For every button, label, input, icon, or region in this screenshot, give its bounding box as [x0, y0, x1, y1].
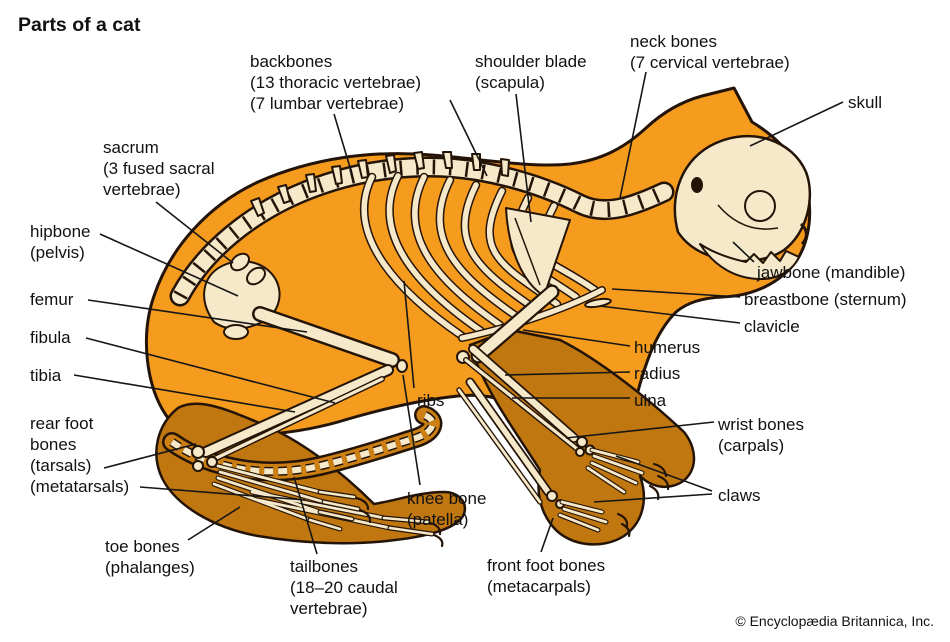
spinous-processes — [250, 151, 510, 217]
leader-claws-lower — [593, 493, 713, 503]
leader-backbones-thoracic — [449, 99, 488, 177]
copyright: © Encyclopædia Britannica, Inc. — [735, 613, 934, 629]
tarsal-bones — [191, 445, 218, 472]
clavicle-bone — [584, 297, 612, 309]
leader-clavicle — [599, 305, 741, 324]
leader-toe-bones — [187, 506, 241, 541]
mandible-bone — [699, 243, 800, 281]
leader-backbones-lumbar — [333, 113, 353, 175]
leader-tailbones — [293, 476, 318, 555]
leader-front-foot-bones — [540, 517, 554, 553]
leader-shoulder-blade — [515, 93, 532, 223]
leader-knee-bone — [402, 374, 421, 486]
sacrum-bone — [230, 252, 266, 286]
leader-fibula — [85, 337, 336, 404]
leader-skull — [749, 101, 844, 147]
nasal-accent — [799, 222, 808, 246]
rear-toe-bones — [310, 492, 444, 548]
patella-bone — [396, 359, 408, 373]
leader-sacrum — [155, 201, 234, 264]
leader-ribs — [403, 280, 415, 389]
skull-bone — [673, 134, 812, 281]
leader-femur — [87, 299, 308, 333]
leader-tibia — [73, 374, 296, 413]
leader-metatarsals — [139, 486, 306, 501]
leader-lines — [73, 71, 844, 555]
leader-tarsals — [103, 443, 197, 469]
leader-neck-bones — [619, 71, 647, 199]
leader-hipbone — [99, 233, 239, 297]
leader-breastbone — [611, 288, 741, 298]
leader-humerus — [522, 329, 631, 347]
eye-socket — [744, 190, 776, 222]
diagram-title: Parts of a cat — [18, 14, 141, 36]
leader-jawbone — [732, 241, 755, 263]
leader-radius — [504, 371, 631, 376]
leader-claws-upper — [615, 455, 713, 492]
auditory-bulla — [691, 177, 703, 193]
leader-wrist-bones — [565, 421, 715, 439]
